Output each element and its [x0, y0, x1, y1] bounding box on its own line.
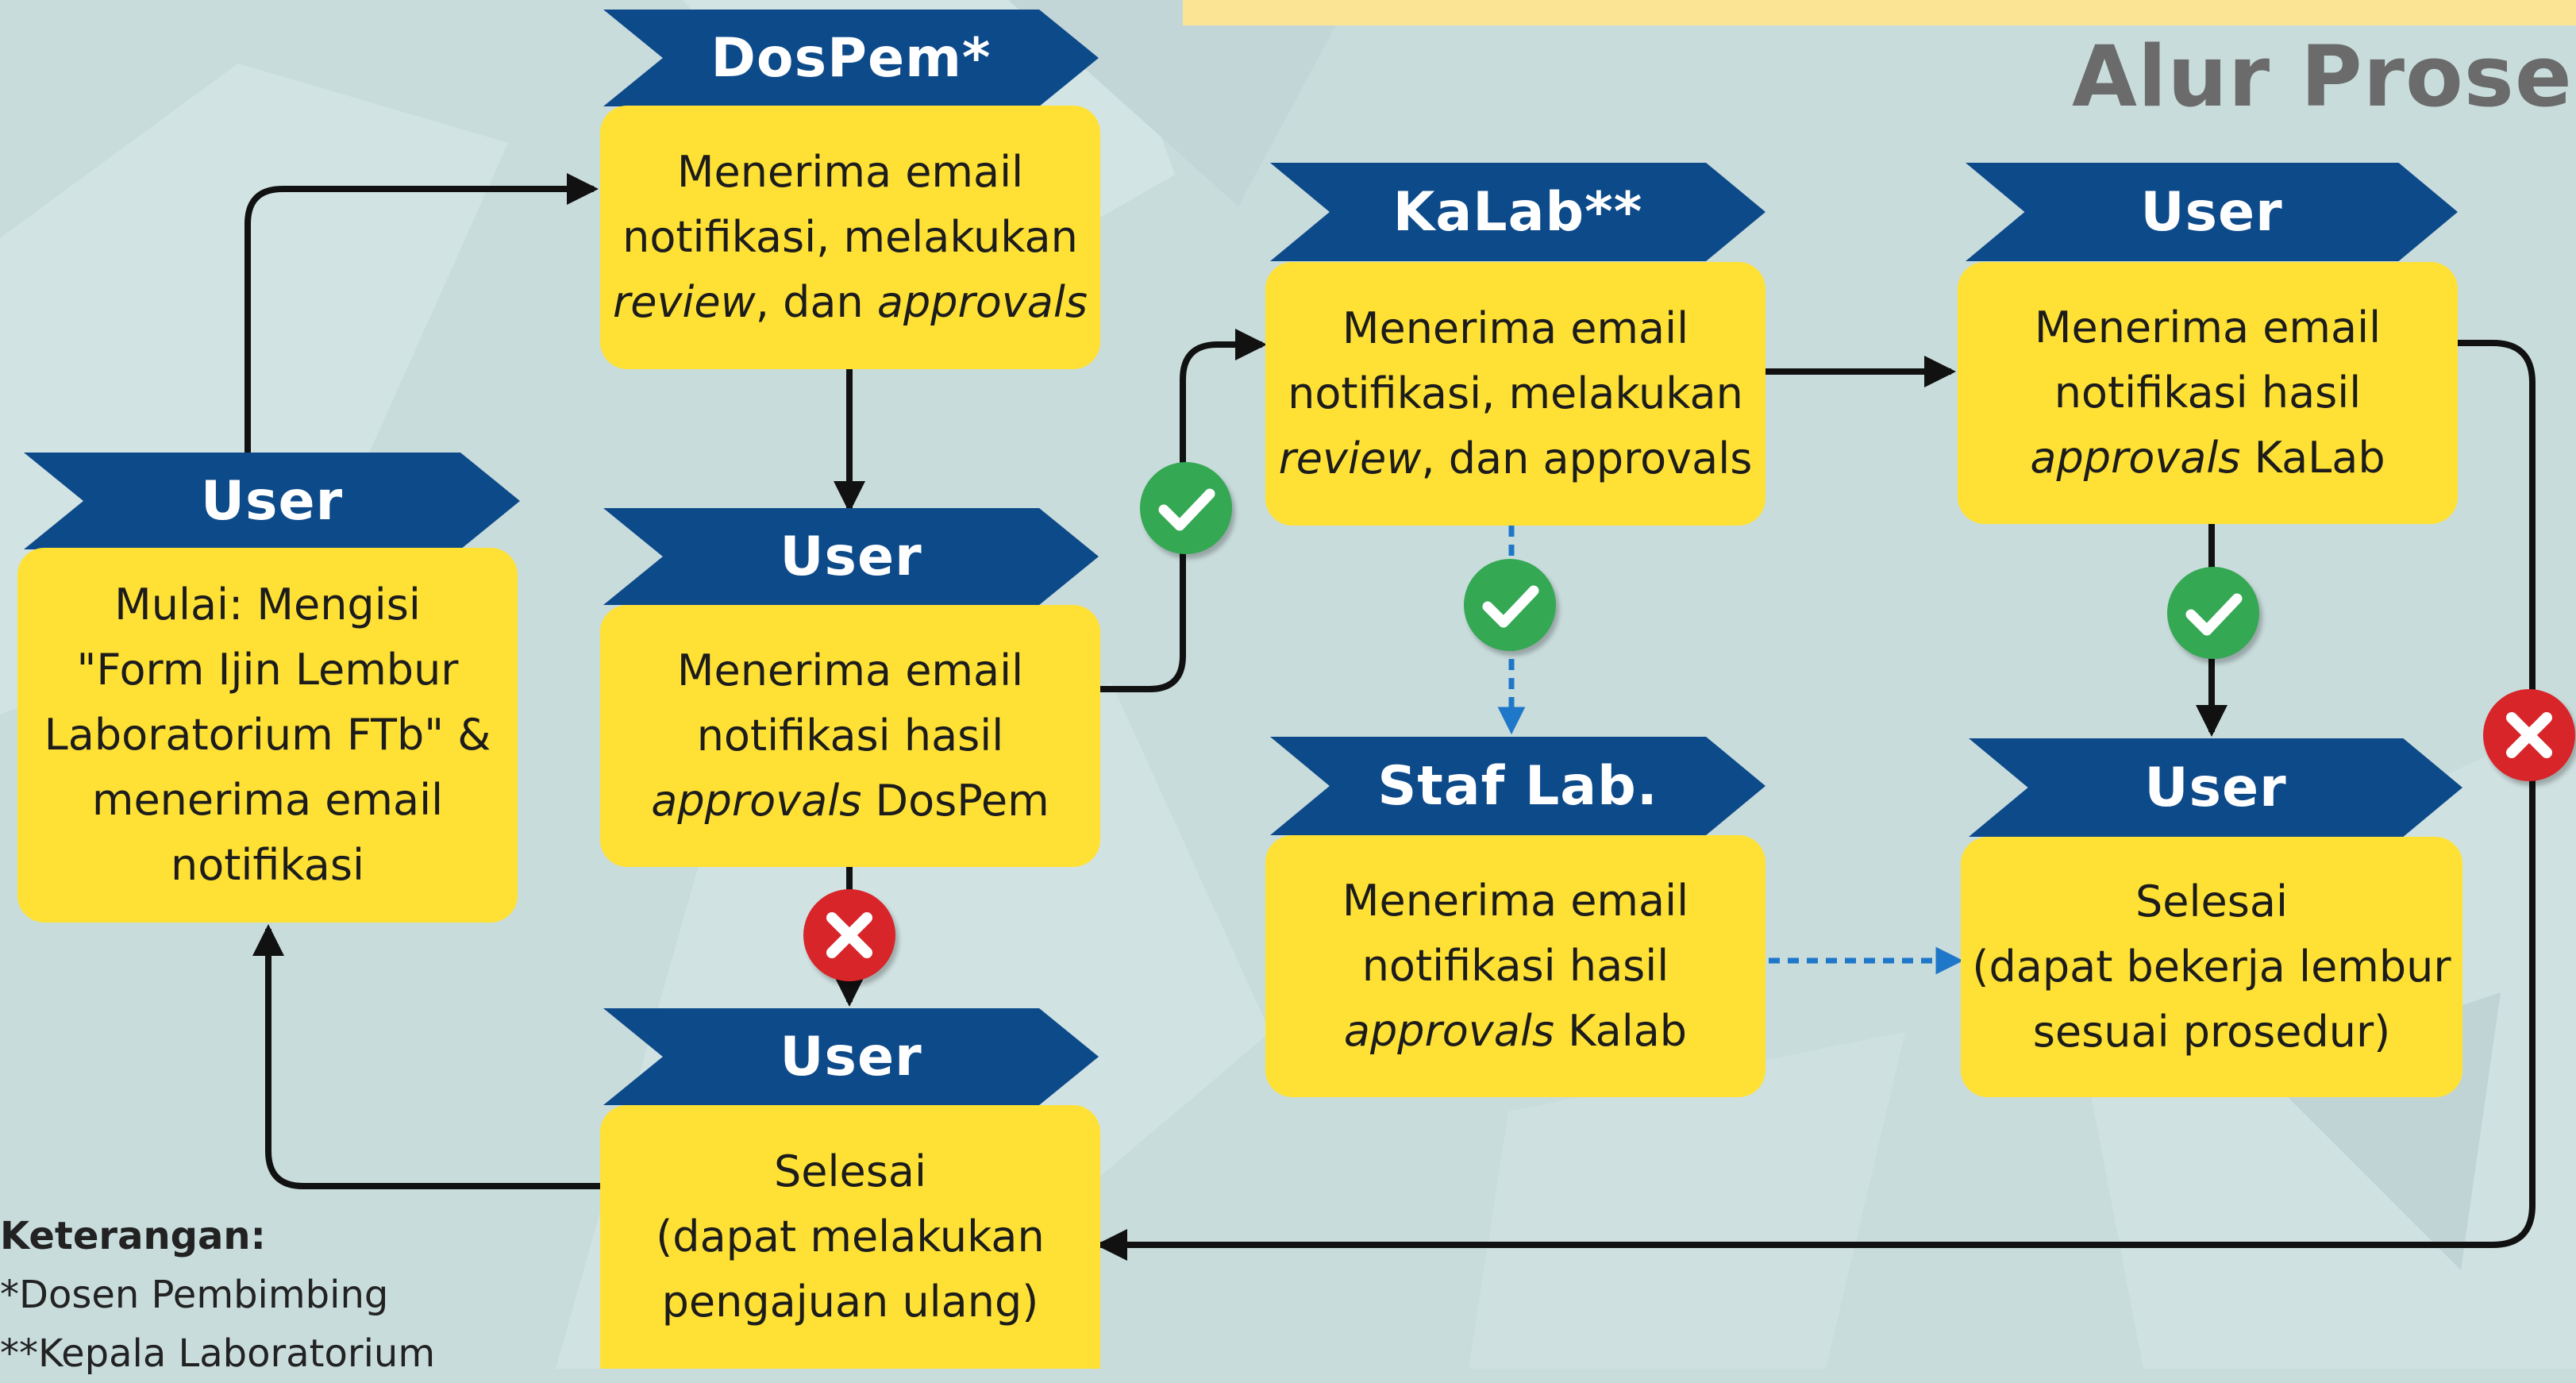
- italic-term: approvals: [876, 277, 1088, 327]
- diagram-title: Alur Prosed: [2072, 28, 2576, 125]
- text-line: (dapat melakukan: [656, 1212, 1045, 1262]
- node-staf-role: Staf Lab.: [1270, 737, 1765, 835]
- arrow-user-kalab-reject: [1095, 340, 2536, 1261]
- text-fragment: , dan: [755, 277, 877, 327]
- text-line: approvals DosPem: [651, 769, 1049, 834]
- top-accent-bar: [1183, 0, 2576, 25]
- node-user-end-reject-text: Selesai (dapat melakukan pengajuan ulang…: [600, 1105, 1100, 1369]
- text-fragment: Kalab: [1554, 1006, 1688, 1056]
- node-start-text: Mulai: Mengisi "Form Ijin Lembur Laborat…: [17, 548, 518, 923]
- node-start-role: User: [24, 453, 520, 549]
- node-user-end-ok-text: Selesai (dapat bekerja lembur sesuai pro…: [1961, 837, 2462, 1097]
- text-line: pengajuan ulang): [661, 1277, 1039, 1327]
- text-line: notifikasi hasil: [2054, 368, 2362, 418]
- approved-check-icon: [1464, 559, 1556, 651]
- text-line: (dapat bekerja lembur: [1972, 942, 2451, 992]
- text-line: approvals Kalab: [1344, 999, 1687, 1064]
- node-user-dospem-text: Menerima email notifikasi hasil approval…: [600, 605, 1100, 867]
- text-line: review, dan approvals: [1279, 426, 1753, 491]
- rejected-x-icon: [2483, 689, 2575, 781]
- italic-term: approvals: [651, 776, 862, 826]
- text-line: menerima email: [91, 775, 444, 825]
- node-user-kalab-role: User: [1966, 163, 2458, 261]
- text-line: Menerima email: [2034, 302, 2382, 352]
- arrow-start-to-dospem: [245, 173, 599, 453]
- legend-item: **Kepala Laboratorium: [0, 1331, 436, 1376]
- text-line: Selesai: [774, 1146, 926, 1196]
- text-line: Mulai: Mengisi: [114, 580, 421, 630]
- text-line: notifikasi hasil: [696, 711, 1004, 761]
- text-fragment: KaLab: [2240, 433, 2385, 483]
- arrow-end-back-to-start: [252, 924, 600, 1189]
- text-line: notifikasi, melakukan: [1288, 368, 1743, 418]
- italic-term: approvals: [2030, 433, 2241, 483]
- text-line: Selesai: [2135, 876, 2288, 926]
- text-line: notifikasi, melakukan: [622, 212, 1078, 262]
- node-kalab-text: Menerima email notifikasi, melakukan rev…: [1265, 262, 1765, 526]
- text-line: "Form Ijin Lembur: [76, 645, 459, 695]
- text-line: sesuai prosedur): [2032, 1007, 2391, 1057]
- node-user-end-reject-role: User: [603, 1008, 1099, 1105]
- legend: Keterangan: *Dosen Pembimbing **Kepala L…: [0, 1207, 435, 1383]
- node-dospem-text: Menerima email notifikasi, melakukan rev…: [600, 106, 1100, 369]
- text-line: Menerima email: [676, 147, 1024, 197]
- text-line: Menerima email: [676, 645, 1024, 695]
- text-line: Laboratorium FTb" &: [44, 710, 491, 760]
- text-line: notifikasi hasil: [1361, 941, 1669, 991]
- text-line: Menerima email: [1342, 303, 1689, 353]
- legend-heading: Keterangan:: [0, 1214, 266, 1258]
- rejected-x-icon: [803, 889, 895, 981]
- node-user-kalab-text: Menerima email notifikasi hasil approval…: [1958, 262, 2458, 524]
- text-fragment: DosPem: [861, 776, 1049, 826]
- italic-term: approvals: [1343, 1006, 1554, 1056]
- approved-check-icon: [1140, 462, 1232, 554]
- node-user-dospem-role: User: [603, 508, 1099, 605]
- approved-check-icon: [2167, 567, 2259, 659]
- italic-term: review: [613, 277, 756, 327]
- text-fragment: , dan approvals: [1421, 433, 1753, 483]
- node-dospem-role: DosPem*: [603, 10, 1099, 106]
- text-line: Menerima email: [1342, 876, 1689, 926]
- legend-item: *Dosen Pembimbing: [0, 1273, 389, 1317]
- node-kalab-role: KaLab**: [1270, 163, 1765, 261]
- node-staf-text: Menerima email notifikasi hasil approval…: [1265, 835, 1765, 1097]
- text-line: approvals KaLab: [2030, 426, 2385, 491]
- italic-term: review: [1278, 433, 1422, 483]
- node-user-end-ok-role: User: [1969, 738, 2462, 837]
- text-line: notifikasi: [170, 840, 364, 890]
- text-line: review, dan approvals: [613, 270, 1088, 335]
